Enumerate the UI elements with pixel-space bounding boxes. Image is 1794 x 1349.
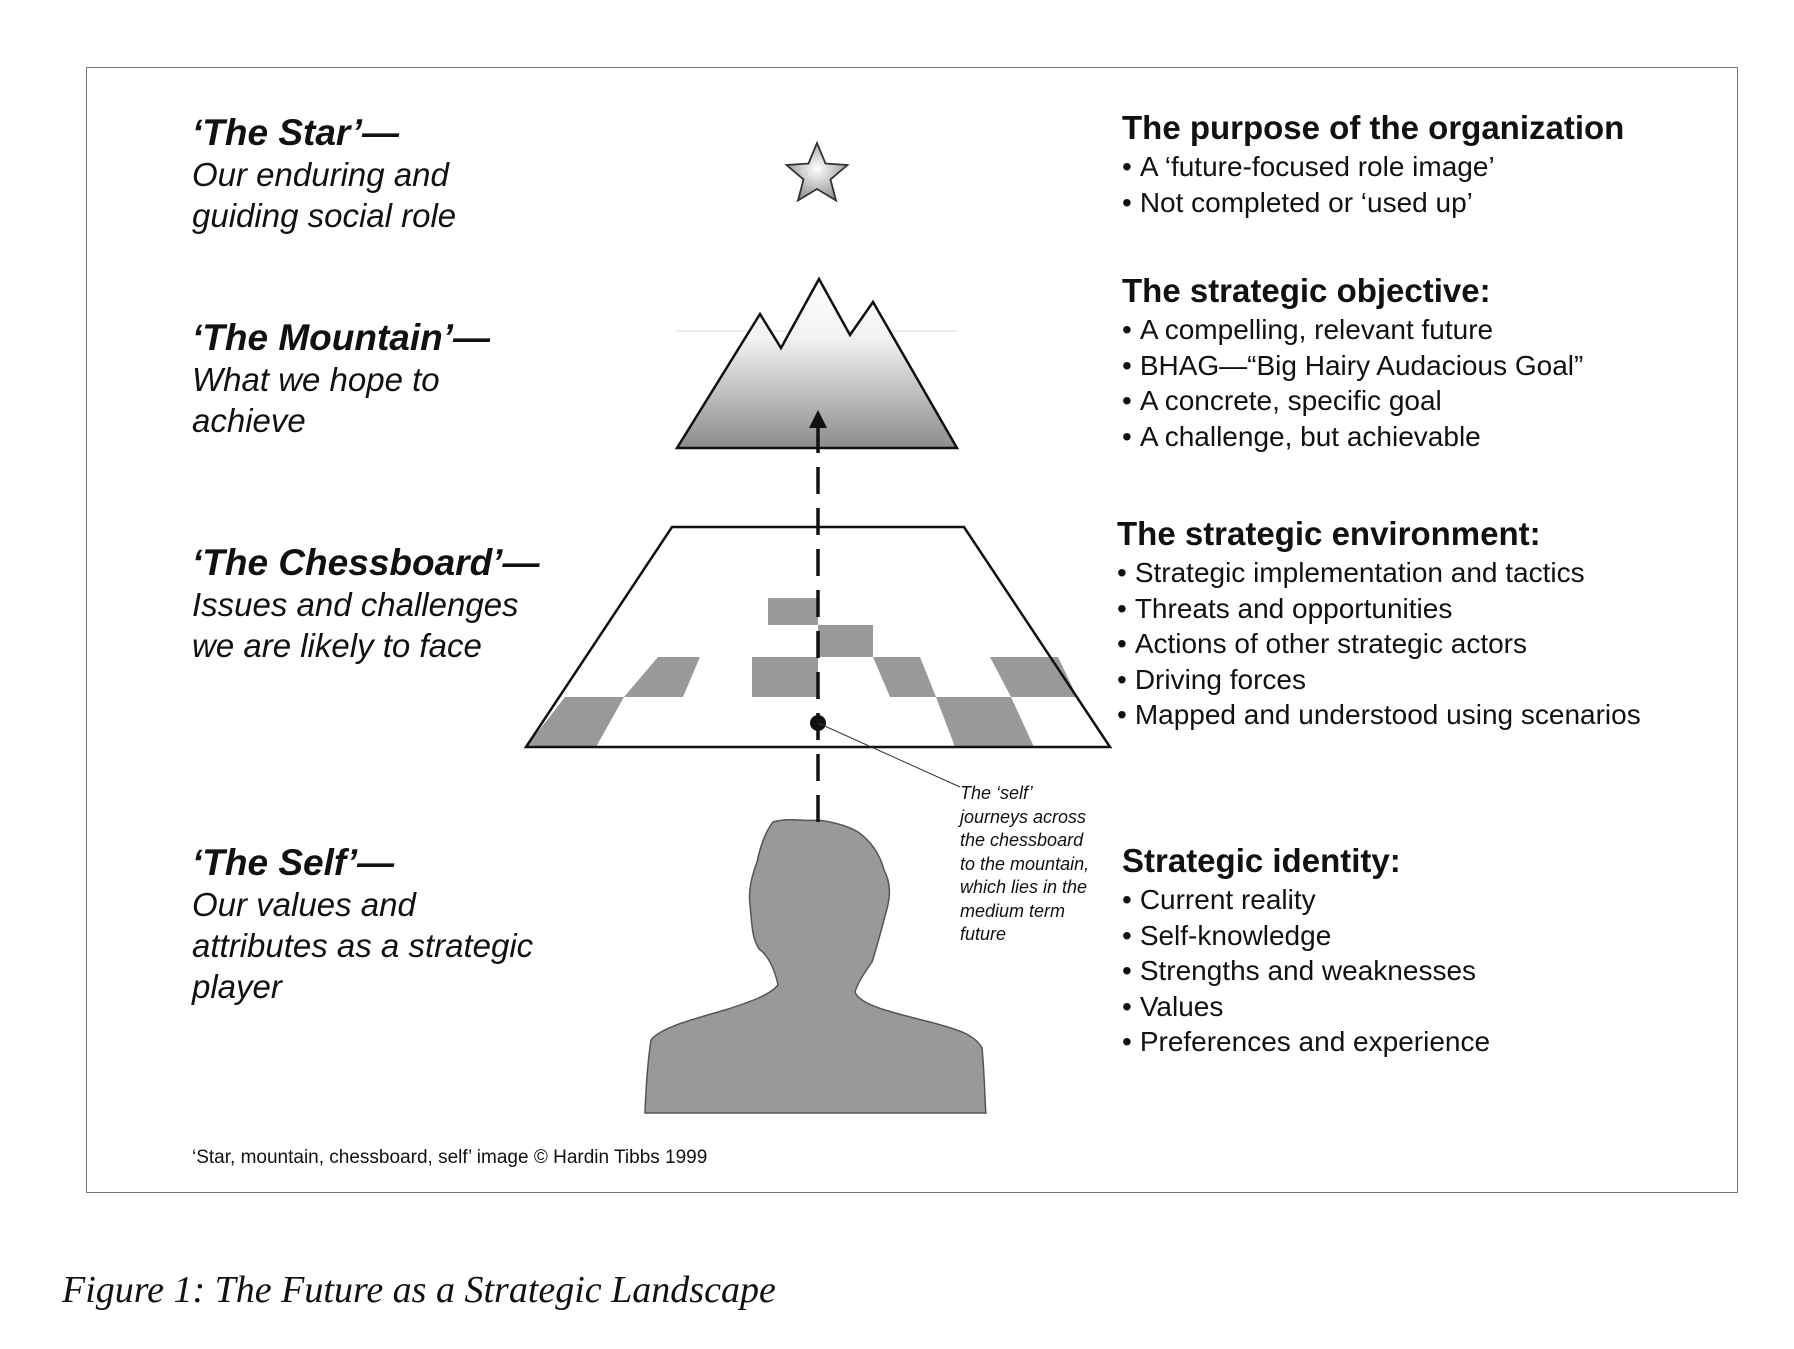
bullet-item: A compelling, relevant future — [1122, 312, 1583, 348]
block-heading: The strategic objective: — [1122, 272, 1491, 309]
bullet-item: Driving forces — [1117, 662, 1641, 698]
bullet-item: Not completed or ‘used up’ — [1122, 185, 1624, 221]
bullet-item: Preferences and experience — [1122, 1024, 1490, 1060]
label-desc-line: attributes as a strategic — [192, 927, 534, 964]
journey-annotation: The ‘self’ journeys across the chessboar… — [960, 782, 1110, 947]
block-heading: The strategic environment: — [1117, 515, 1541, 552]
annotation-line: future — [960, 924, 1007, 944]
block-strategic-environment: The strategic environment: Strategic imp… — [1117, 515, 1641, 733]
block-purpose: The purpose of the organization A ‘futur… — [1122, 109, 1624, 220]
annotation-line: The ‘self’ — [960, 783, 1033, 803]
label-title: ‘The Mountain’— — [192, 317, 491, 358]
label-desc-line: player — [192, 968, 282, 1005]
label-the-self: ‘The Self’— Our values and attributes as… — [192, 842, 533, 1007]
annotation-line: the chessboard — [960, 830, 1084, 850]
bullet-item: Values — [1122, 989, 1490, 1025]
block-strategic-identity: Strategic identity: Current reality Self… — [1122, 842, 1490, 1060]
label-desc-line: achieve — [192, 402, 306, 439]
bullet-item: Threats and opportunities — [1117, 591, 1641, 627]
label-the-mountain: ‘The Mountain’— What we hope to achieve — [192, 317, 490, 441]
copyright-notice: ‘Star, mountain, chessboard, self’ image… — [192, 1147, 708, 1168]
bullet-item: A concrete, specific goal — [1122, 383, 1583, 419]
label-desc-line: we are likely to face — [192, 627, 482, 664]
annotation-line: which lies in the — [960, 877, 1088, 897]
mountain-icon — [674, 276, 960, 450]
bullet-item: Strategic implementation and tactics — [1117, 555, 1641, 591]
label-title: ‘The Chessboard’— — [192, 542, 540, 583]
label-the-chessboard: ‘The Chessboard’— Issues and challenges … — [192, 542, 539, 666]
arrow-head-icon — [809, 410, 827, 428]
label-title: ‘The Star’— — [192, 112, 399, 153]
label-the-star: ‘The Star’— Our enduring and guiding soc… — [192, 112, 456, 236]
figure-frame — [86, 67, 1738, 1193]
annotation-line: medium term — [960, 900, 1066, 921]
label-desc-line: Our values and — [192, 886, 416, 923]
block-heading: The purpose of the organization — [1122, 109, 1625, 146]
bullet-item: Self-knowledge — [1122, 918, 1490, 954]
bullet-item: A ‘future-focused role image’ — [1122, 149, 1624, 185]
label-desc-line: Our enduring and — [192, 156, 449, 193]
bullet-item: BHAG—“Big Hairy Audacious Goal” — [1122, 348, 1584, 384]
bullet-item: Actions of other strategic actors — [1117, 626, 1641, 662]
bullet-item: Strengths and weaknesses — [1122, 953, 1490, 989]
label-desc-line: Issues and challenges — [192, 586, 519, 623]
annotation-line: journeys across — [960, 806, 1087, 827]
bullet-item: A challenge, but achievable — [1122, 419, 1583, 455]
figure-caption: Figure 1: The Future as a Strategic Land… — [62, 1269, 776, 1311]
annotation-line: to the mountain, — [960, 853, 1090, 874]
label-title: ‘The Self’— — [192, 842, 395, 883]
star-icon — [784, 140, 850, 203]
block-heading: Strategic identity: — [1122, 842, 1401, 879]
block-strategic-objective: The strategic objective: A compelling, r… — [1122, 272, 1583, 454]
label-desc-line: guiding social role — [192, 197, 457, 234]
person-silhouette-icon — [644, 818, 988, 1114]
label-desc-line: What we hope to — [192, 361, 440, 398]
bullet-item: Current reality — [1122, 882, 1490, 918]
bullet-item: Mapped and understood using scenarios — [1117, 697, 1641, 733]
annotation-leader-line — [817, 722, 961, 788]
